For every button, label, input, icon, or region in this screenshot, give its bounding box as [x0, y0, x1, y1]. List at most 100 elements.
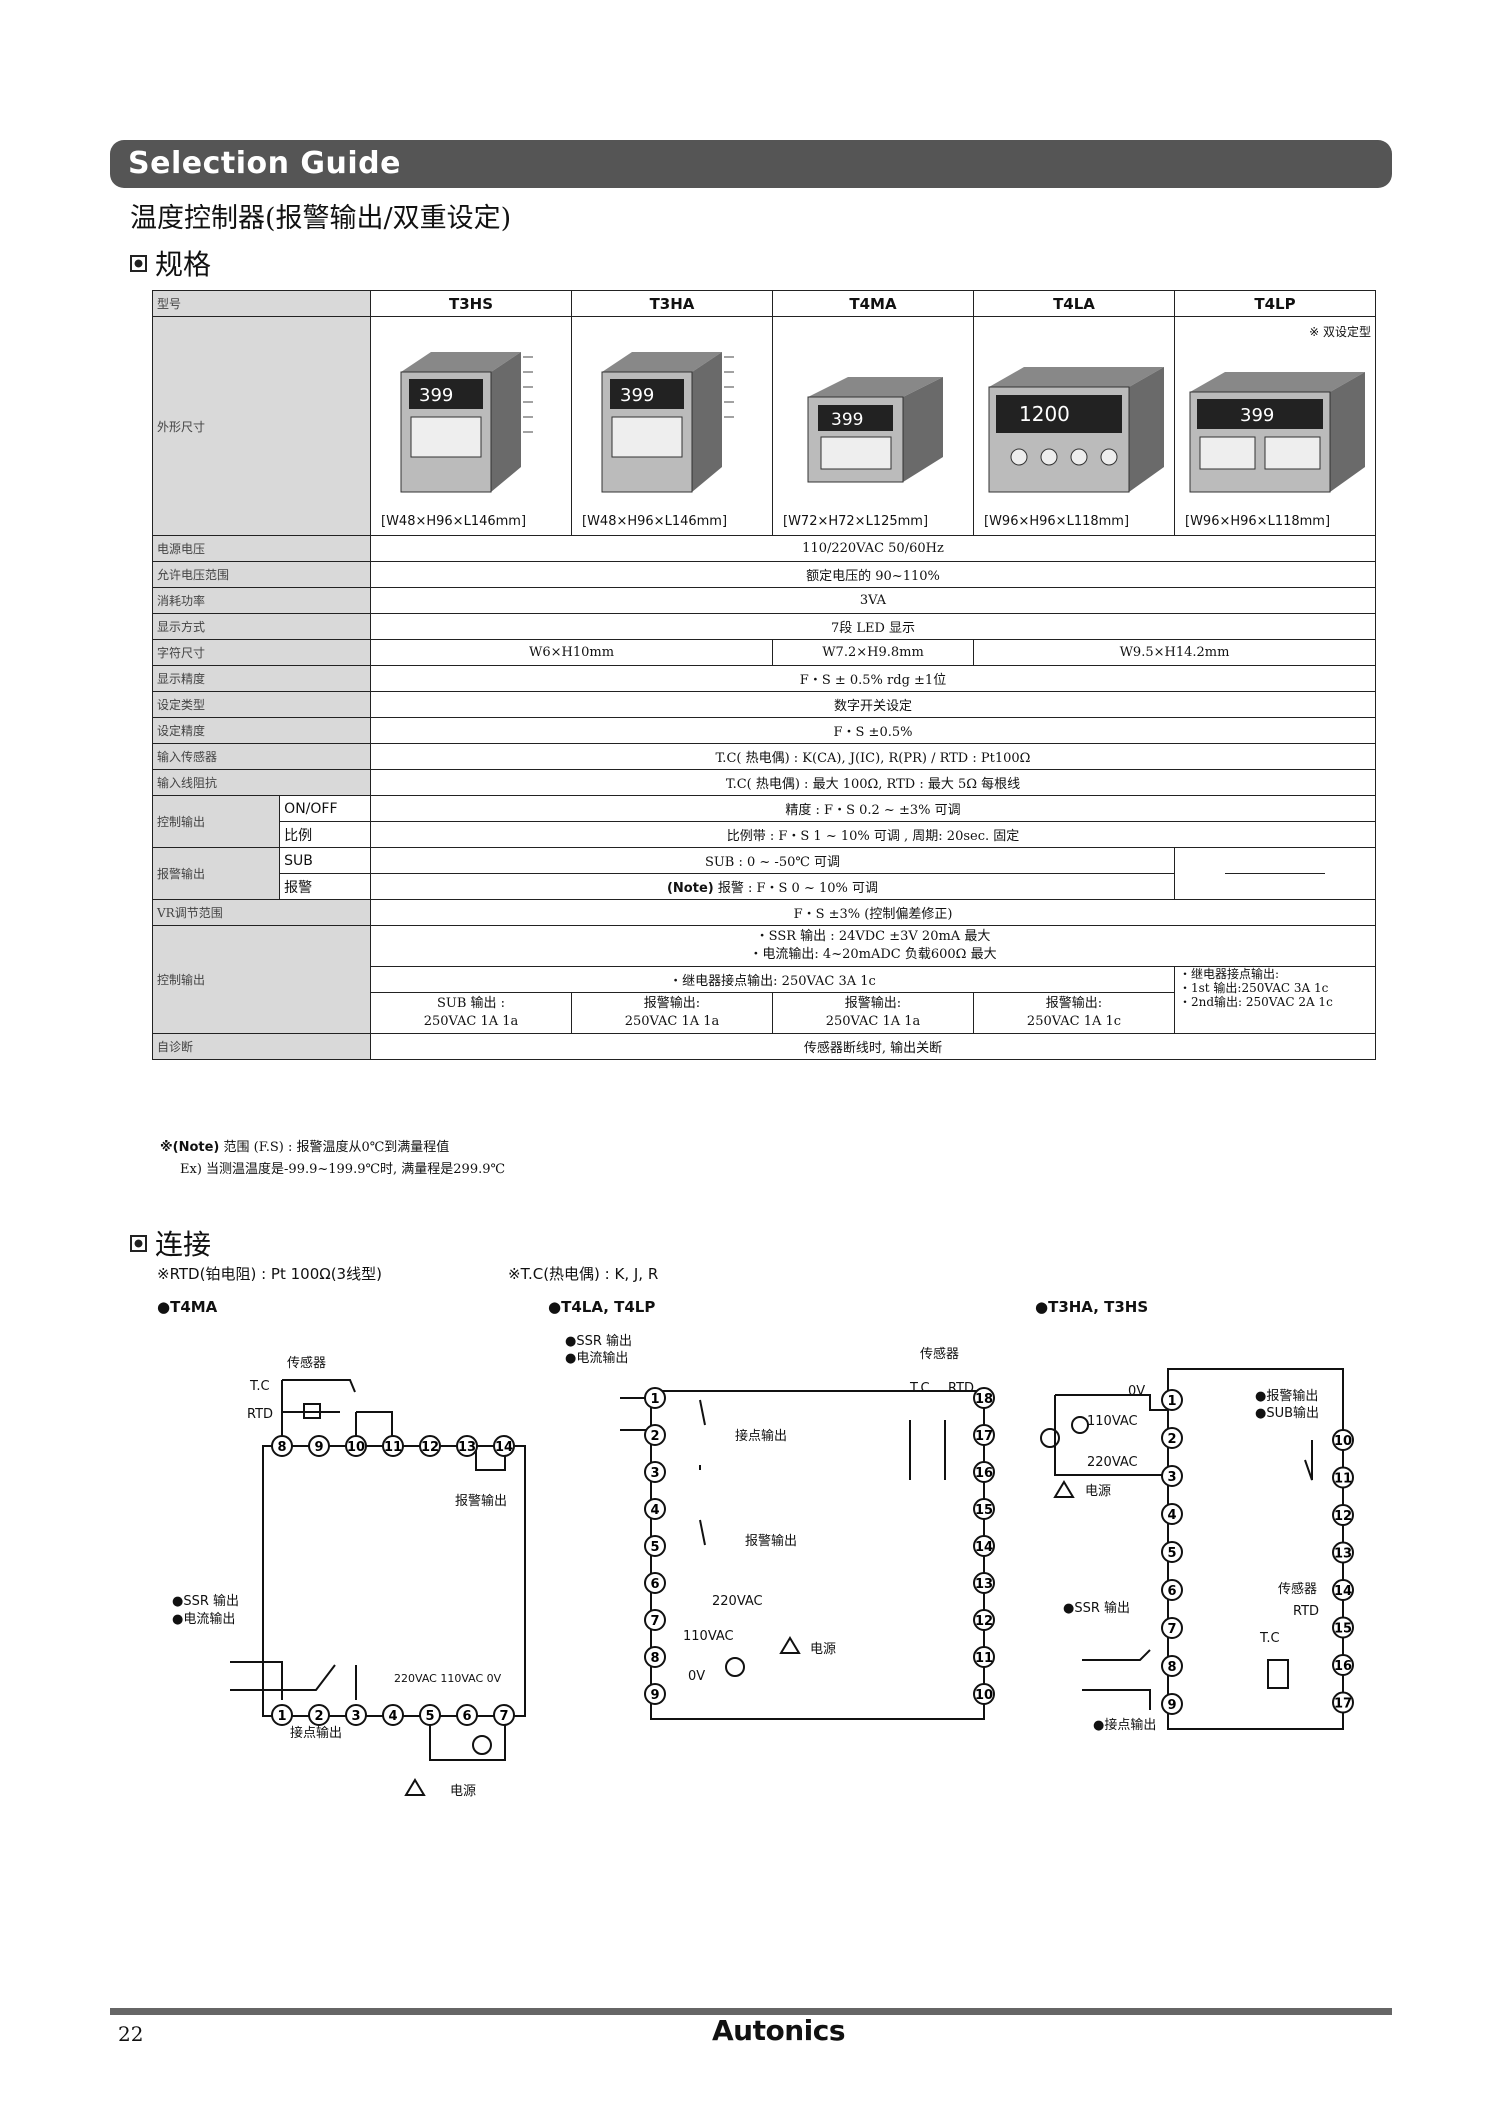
svg-text:●电流输出: ●电流输出: [565, 1350, 628, 1366]
svg-text:0V: 0V: [1128, 1384, 1145, 1399]
svg-text:8: 8: [277, 1440, 286, 1455]
svg-text:3: 3: [650, 1466, 659, 1481]
output-row-1: 控制输出 ・SSR 输出 : 24VDC ±3V 20mA 最大・电流输出: 4…: [152, 925, 1376, 1034]
dual-setting-note: ※ 双设定型: [1309, 325, 1371, 339]
output-row-2: ・继电器接点输出: 250VAC 3A 1c ・继电器接点输出:・1st 输出:…: [153, 966, 1376, 1034]
svg-text:1: 1: [1167, 1394, 1176, 1409]
terminal-t3ha-4: 4: [1161, 1503, 1183, 1525]
svg-text:●SSR 输出: ●SSR 输出: [1063, 1600, 1130, 1616]
svg-text:RTD: RTD: [948, 1381, 974, 1396]
terminal-t4la-18: 18: [973, 1387, 995, 1409]
svg-text:1: 1: [650, 1392, 659, 1407]
svg-text:电源: 电源: [1085, 1484, 1111, 1499]
terminal-t3ha-3: 3: [1161, 1465, 1183, 1487]
dimension-t4ma: [W72×H72×L125mm]: [783, 514, 929, 529]
terminal-t3ha-11: 11: [1332, 1466, 1354, 1489]
svg-text:8: 8: [650, 1651, 659, 1666]
tc-reference: ※T.C(热电偶) : K, J, R: [508, 1265, 659, 1283]
terminal-t4ma-7: 7: [493, 1704, 515, 1726]
terminal-t4la-1: 1: [644, 1387, 666, 1409]
svg-text:220VAC 110VAC 0V: 220VAC 110VAC 0V: [394, 1672, 502, 1685]
terminal-t4la-16: 16: [973, 1461, 995, 1483]
svg-text:●电流输出: ●电流输出: [172, 1611, 235, 1627]
char-size-row: 字符尺寸 W6×H10mm W7.2×H9.8mm W9.5×H14.2mm: [152, 639, 1376, 666]
rtd-reference: ※RTD(铂电阻) : Pt 100Ω(3线型): [157, 1265, 382, 1283]
svg-text:9: 9: [1167, 1698, 1176, 1713]
svg-text:RTD: RTD: [1293, 1604, 1319, 1619]
svg-text:7: 7: [499, 1709, 508, 1724]
svg-text:14: 14: [975, 1540, 993, 1555]
dimension-t3ha: [W48×H96×L146mm]: [582, 514, 728, 529]
control-onoff-row: 控制输出 ON/OFF 精度 : F・S 0.2 ~ ±3% 可调: [151, 795, 1376, 848]
terminal-t3ha-12: 12: [1332, 1504, 1354, 1526]
diagram-title-t4ma: ●T4MA: [157, 1298, 218, 1316]
terminal-t4la-14: 14: [973, 1535, 995, 1557]
terminal-t4ma-14: 14: [493, 1435, 515, 1457]
svg-text:16: 16: [1334, 1659, 1352, 1674]
svg-text:10: 10: [975, 1688, 993, 1703]
svg-text:T.C: T.C: [249, 1379, 270, 1394]
spec-table: 型号 T3HS T3HA T4MA T4LA T4LP 外形尺寸 399 [W4…: [151, 290, 1376, 1060]
terminal-t3ha-15: 15: [1332, 1616, 1354, 1639]
page-number: 22: [118, 2022, 144, 2046]
terminal-t4la-2: 2: [644, 1424, 666, 1446]
svg-text:传感器: 传感器: [1278, 1581, 1317, 1597]
svg-text:13: 13: [975, 1577, 993, 1592]
svg-text:12: 12: [975, 1614, 993, 1629]
svg-text:6: 6: [462, 1709, 471, 1724]
connection-section-heading: 连接: [130, 1223, 211, 1263]
output-row-3: SUB 输出 :250VAC 1A 1a 报警输出:250VAC 1A 1a 报…: [153, 992, 1376, 1034]
alarm-sub-row: 报警输出 SUB SUB : 0 ~ -50℃ 可调: [151, 847, 1376, 900]
svg-text:2: 2: [650, 1429, 659, 1444]
svg-text:13: 13: [458, 1440, 476, 1455]
terminal-t4ma-2: 2: [308, 1704, 330, 1726]
square-bullet-icon: [130, 1235, 147, 1252]
brand-logo: Autonics: [712, 2014, 846, 2047]
appearance-label: 外形尺寸: [152, 316, 371, 536]
svg-text:5: 5: [425, 1709, 434, 1724]
diagram-title-t3ha: ●T3HA, T3HS: [1035, 1298, 1149, 1316]
svg-text:1200: 1200: [1019, 402, 1070, 426]
terminal-t4la-15: 15: [973, 1498, 995, 1520]
diagram-t4ma: 传感器 T.C RTD 报警输出 ●SSR 输出 ●电流输出 接点输出 220V…: [172, 1355, 526, 1799]
svg-text:399: 399: [419, 385, 453, 406]
svg-text:3: 3: [1167, 1470, 1176, 1485]
svg-text:11: 11: [975, 1651, 993, 1666]
svg-text:220VAC: 220VAC: [712, 1594, 763, 1609]
svg-text:●接点输出: ●接点输出: [1093, 1717, 1156, 1733]
terminal-t3ha-17: 17: [1332, 1691, 1354, 1714]
terminal-t4la-10: 10: [973, 1683, 995, 1705]
spec-section-heading: 规格: [130, 243, 211, 283]
svg-text:5: 5: [1167, 1546, 1176, 1561]
terminal-t4la-6: 6: [644, 1572, 666, 1594]
svg-text:6: 6: [650, 1577, 659, 1592]
svg-text:9: 9: [314, 1440, 323, 1455]
footnote-example: Ex) 当测温温度是-99.9~199.9℃时, 满量程是299.9℃: [180, 1162, 506, 1177]
svg-text:9: 9: [650, 1688, 659, 1703]
t4lp-image: 399: [1189, 372, 1365, 493]
svg-text:电源: 电源: [450, 1784, 476, 1799]
svg-text:1: 1: [277, 1709, 286, 1724]
svg-text:13: 13: [1334, 1547, 1352, 1562]
svg-text:5: 5: [650, 1540, 659, 1555]
svg-text:220VAC: 220VAC: [1087, 1455, 1138, 1470]
terminal-t4la-5: 5: [644, 1535, 666, 1557]
svg-text:8: 8: [1167, 1660, 1176, 1675]
terminal-t4la-11: 11: [973, 1646, 995, 1668]
connection-section-title: 连接: [155, 1228, 212, 1261]
model-t4lp: T4LP: [1174, 290, 1376, 317]
terminal-t3ha-1: 1: [1161, 1389, 1183, 1411]
svg-text:T.C: T.C: [1259, 1631, 1280, 1646]
model-label: 型号: [152, 290, 371, 317]
square-bullet-icon: [130, 255, 147, 272]
terminal-t3ha-10: 10: [1332, 1429, 1354, 1451]
svg-text:●报警输出: ●报警输出: [1255, 1388, 1318, 1404]
svg-text:●SSR 输出: ●SSR 输出: [565, 1333, 632, 1349]
terminal-t4ma-5: 5: [419, 1704, 441, 1726]
page-subtitle: 温度控制器(报警输出/双重设定): [130, 203, 512, 234]
terminal-t4la-17: 17: [973, 1424, 995, 1446]
terminal-t4la-7: 7: [644, 1609, 666, 1631]
